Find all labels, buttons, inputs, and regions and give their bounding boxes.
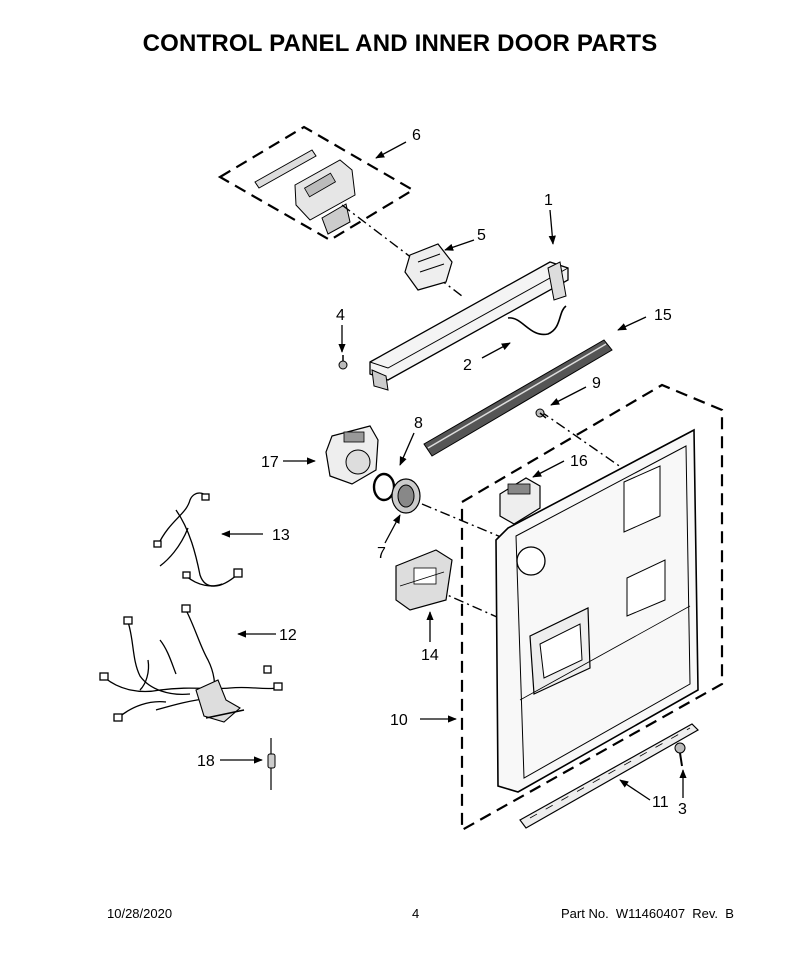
part-11-trim-strip — [519, 723, 699, 829]
callout-1: 1 — [544, 192, 553, 209]
part-5-bracket — [404, 243, 453, 291]
leader-6 — [375, 141, 407, 159]
part-17-vent-housing — [325, 425, 379, 485]
part-14-dispenser — [395, 549, 453, 611]
callout-8: 8 — [414, 415, 423, 432]
callout-3: 3 — [678, 801, 687, 818]
footer-page-number: 4 — [412, 906, 420, 921]
callout-labels: 1 2 3 4 5 6 7 8 9 10 11 12 13 14 15 16 1… — [197, 127, 687, 818]
callout-17: 17 — [261, 454, 279, 471]
leader-15 — [617, 316, 647, 331]
leader-5 — [444, 239, 475, 251]
callout-15: 15 — [654, 307, 672, 324]
callout-6: 6 — [412, 127, 421, 144]
footer-date: 10/28/2020 — [107, 906, 173, 921]
page-title: CONTROL PANEL AND INNER DOOR PARTS — [142, 30, 658, 57]
part-8-gasket — [372, 472, 396, 502]
callout-2: 2 — [463, 357, 472, 374]
footer-part-number: Part No. W11460407 Rev. B — [561, 906, 734, 921]
callout-18: 18 — [197, 753, 215, 770]
part-7-vent-cover — [391, 478, 421, 514]
leader-11 — [619, 779, 651, 801]
part-4-screw — [338, 355, 348, 370]
leader-2 — [481, 342, 511, 359]
part-18-fuse — [267, 738, 276, 790]
part-12-main-harness — [99, 604, 283, 723]
part-2-wire — [507, 305, 567, 336]
part-1-console — [369, 261, 569, 391]
callout-14: 14 — [421, 647, 439, 664]
part-3-screw — [674, 742, 686, 767]
part-10-inner-door — [460, 383, 724, 832]
leader-16 — [532, 460, 565, 478]
callout-5: 5 — [477, 227, 486, 244]
callout-7: 7 — [377, 545, 386, 562]
callout-4: 4 — [336, 307, 345, 324]
callout-16: 16 — [570, 453, 588, 470]
callout-10: 10 — [390, 712, 408, 729]
part-15-vent-strip — [423, 339, 613, 457]
leader-arrows — [220, 141, 687, 801]
leader-9 — [550, 386, 587, 406]
leader-1 — [548, 209, 556, 245]
callout-11: 11 — [652, 794, 669, 811]
callout-12: 12 — [279, 627, 297, 644]
part-9-screw — [535, 408, 547, 419]
part-16-latch — [499, 477, 541, 525]
callout-9: 9 — [592, 375, 601, 392]
part-13-wire-harness — [153, 492, 243, 587]
part-6-control-board — [217, 125, 416, 242]
leader-7 — [384, 514, 401, 544]
leader-8 — [399, 432, 415, 466]
callout-13: 13 — [272, 527, 290, 544]
